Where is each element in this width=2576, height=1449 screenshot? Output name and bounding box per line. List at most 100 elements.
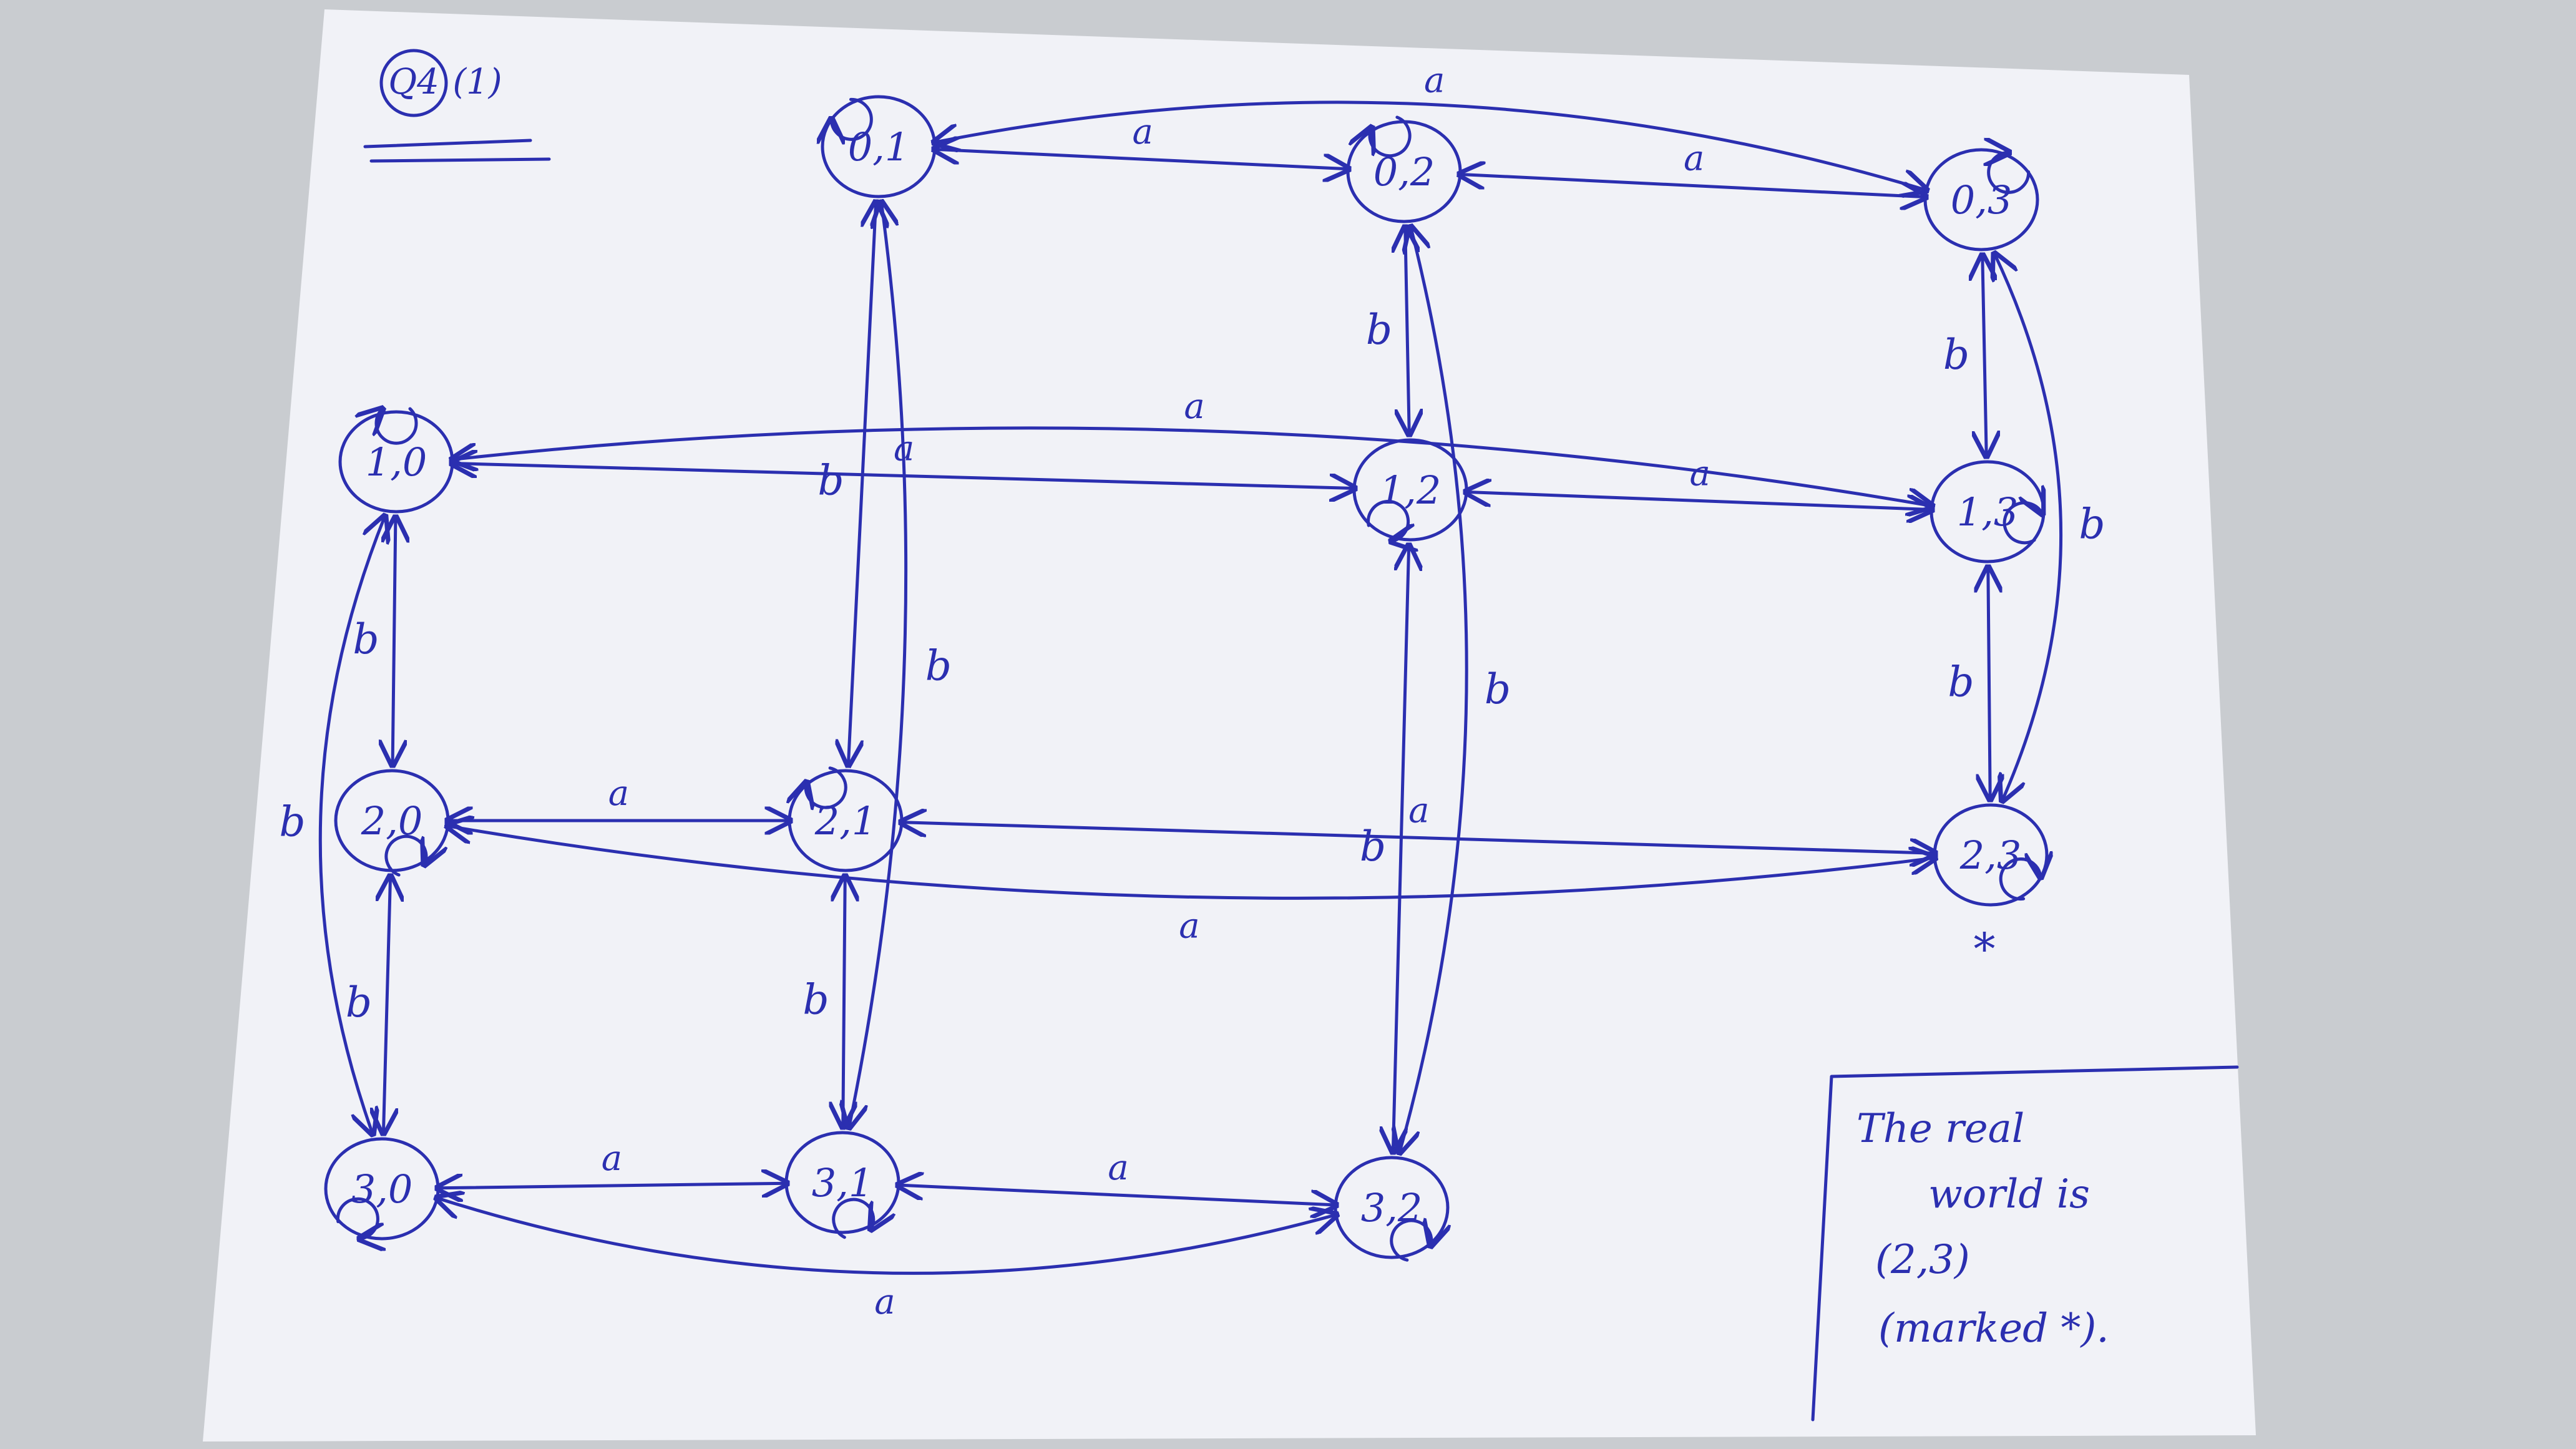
self-loop-30 [336,1197,378,1239]
state-node-31: 3,1 [784,1131,900,1234]
edge-label: b [1360,822,1386,871]
edge-label: a [1684,139,1704,179]
state-node-01: 0,1 [821,95,937,198]
self-loop-31 [832,1198,874,1239]
self-loop-12 [1367,500,1408,542]
edge-label: a [1179,905,1199,946]
state-node-20: 2,0 [334,769,450,872]
note-line-3: (2,3) [1875,1237,1970,1283]
state-label: 2,3 [1959,832,2022,878]
self-loop-32 [1390,1221,1432,1262]
state-node-12: 1,2 [1352,438,1468,542]
note-line-1: The real [1856,1106,2024,1152]
edge-label: b [2079,500,2105,549]
edge-label: a [1424,61,1445,101]
state-circle [1334,1156,1450,1259]
edge-21-31 [843,876,845,1127]
question-label: Q4 [388,62,439,102]
state-circle [1346,120,1462,223]
edge-label: a [1408,791,1429,831]
edge-label: b [817,457,844,505]
state-label: 2,0 [361,798,423,844]
edge-label: a [874,1282,895,1322]
edge-03-23 [1994,253,2063,800]
edge-20-23 [447,826,1936,900]
self-loop-20 [384,834,426,877]
self-loop-23 [1999,859,2041,901]
edge-label: a [1184,386,1204,427]
heading-underline-2 [369,157,551,163]
state-label: 3,1 [812,1160,874,1206]
marked-asterisk: * [1974,924,1996,975]
edge-label: b [803,976,829,1024]
state-node-02: 0,2 [1346,120,1462,223]
state-label: 1,3 [1957,489,2019,535]
note-line-4: (marked *). [1878,1305,2109,1352]
edge-10-20 [393,517,396,765]
state-node-23: 2,3 [1933,803,2049,907]
edge-label: b [353,615,379,663]
paper-sheet [203,9,2256,1442]
self-loop-02 [1370,115,1412,158]
edge-30-31 [437,1183,787,1188]
state-label: 1,0 [366,439,427,485]
self-loop-03 [1989,152,2031,194]
question-heading: Q4 (1) [363,49,551,163]
note-box: The real world is (2,3) (marked *). [1811,1065,2239,1422]
edge-label: b [1943,331,1969,379]
edge-30-32 [437,1198,1337,1275]
edge-03-13 [1983,255,1986,456]
state-circle [334,769,450,872]
state-label: 0,2 [1373,149,1435,195]
edge-label: b [346,978,372,1027]
state-label: 1,2 [1380,467,1442,513]
state-label: 3,0 [351,1166,413,1212]
note-box-border [1811,1065,2239,1422]
edge-label: a [1690,454,1710,494]
heading-underline [363,139,532,149]
state-node-10: 1,0 [338,410,454,514]
marked-symbol: * [1974,924,1996,975]
state-circle [788,769,904,872]
state-label: 0,3 [1951,177,2012,223]
state-node-21: 2,1 [788,769,904,872]
edge-10-30 [318,516,384,1134]
edge-10-13 [452,426,1933,506]
state-circle [821,95,937,198]
state-node-03: 0,3 [1923,148,2039,251]
state-node-32: 3,2 [1334,1156,1450,1259]
edge-label: b [1948,658,1974,706]
self-loop-10 [376,409,418,445]
part-label: (1) [452,62,502,102]
edge-label: a [1108,1148,1128,1188]
self-loop-01 [831,97,873,139]
edge-01-03 [934,100,1927,190]
edge-02-32 [1400,227,1468,1153]
state-label: 3,2 [1361,1185,1423,1231]
edge-label: b [279,798,305,846]
edge-label: a [602,1138,622,1179]
question-circle [379,49,448,117]
state-circle [1930,460,2046,564]
edge-13-23 [1988,567,1990,799]
self-loop-21 [806,766,847,807]
state-node-13: 1,3 [1930,460,2046,564]
state-circle [784,1131,900,1234]
state-circle [1923,148,2039,251]
edge-label: b [925,642,952,690]
self-loop-13 [2003,503,2042,545]
edge-label: a [1132,112,1153,152]
edge-01-31 [849,202,908,1128]
state-label: 2,1 [814,798,877,844]
state-label: 0,1 [848,124,910,170]
edge-label: b [1485,665,1511,713]
edge-label: b [1366,306,1392,354]
state-circle [1352,438,1468,542]
state-circle [1933,803,2049,907]
note-line-2: world is [1928,1171,2090,1217]
state-circle [324,1137,440,1241]
edge-label: a [608,773,629,814]
state-circle [338,410,454,514]
state-node-30: 3,0 [324,1137,440,1241]
